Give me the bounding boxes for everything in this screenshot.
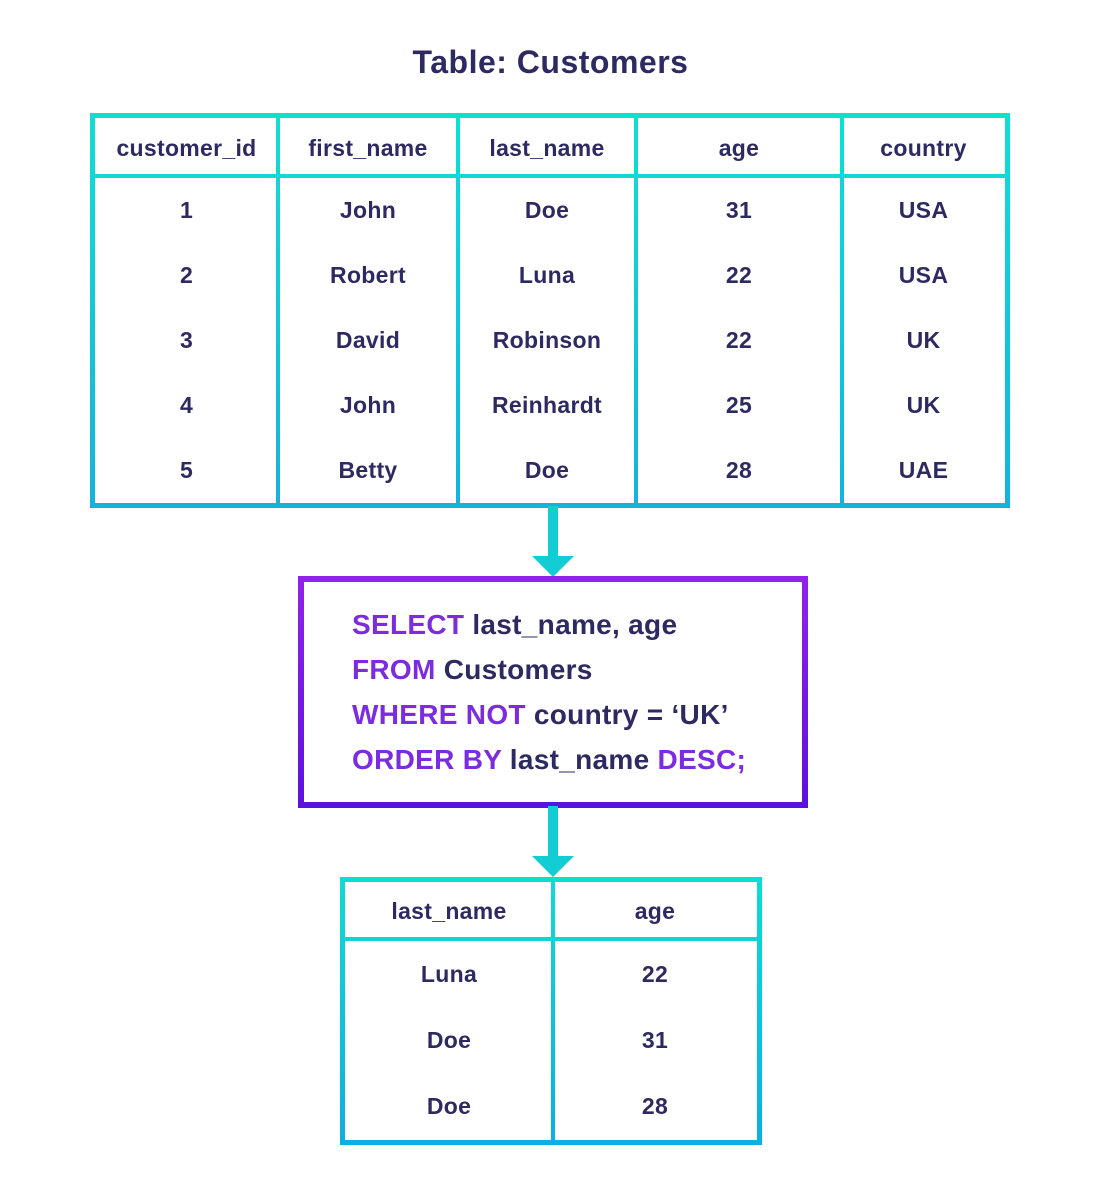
sql-keyword: WHERE NOT [352,699,534,730]
column-header-last_name: last_name [489,134,605,161]
column-header-age: age [718,134,760,161]
table-cell: 3 [179,327,194,353]
table-cell: 31 [725,197,753,223]
table-cell: 28 [725,457,753,483]
sql-keyword: ORDER BY [352,744,510,775]
table-cell: Robinson [492,327,602,353]
arrow-stem [548,506,558,558]
table-cell: Doe [426,1093,472,1120]
column-divider [634,118,638,503]
table-cell: 1 [179,197,194,223]
table-cell: Doe [524,457,570,483]
table-cell: UK [906,327,941,353]
table-cell: John [339,392,397,418]
table-cell: 31 [641,1026,669,1053]
table-cell: David [335,327,401,353]
sql-keyword: DESC; [657,744,747,775]
column-header-age: age [634,898,676,924]
table-cell: 2 [179,262,194,288]
table-cell: 22 [725,262,753,288]
column-header-last_name: last_name [391,898,507,924]
table-cell: UK [906,392,941,418]
column-divider [276,118,280,503]
customers-table-grid: customer_id first_name last_name age country… [95,118,1005,503]
table-cell: 28 [641,1093,669,1120]
sql-text: last_name, age [472,609,678,640]
table-cell: 22 [725,327,753,353]
column-header-customer_id: customer_id [116,134,257,161]
table-cell: USA [898,197,949,223]
table-cell: Luna [420,960,478,987]
table-cell: Doe [426,1026,472,1053]
sql-text: Customers [443,654,593,685]
customers-table: customer_id first_name last_name age country… [90,113,1010,508]
table-cell: John [339,197,397,223]
header-divider [345,937,757,941]
sql-keyword: FROM [352,654,444,685]
arrow-head [532,556,574,577]
table-cell: Reinhardt [491,392,603,418]
sql-line-3: WHERE NOT country = ‘UK’ [352,692,802,737]
table-cell: 5 [179,457,194,483]
diagram-title: Table: Customers [412,44,689,80]
table-cell: Doe [524,197,570,223]
sql-line-2: FROM Customers [352,647,802,692]
sql-text: country = ‘UK’ [533,699,729,730]
sql-text: last_name [509,744,658,775]
header-divider [95,174,1005,178]
sql-keyword: SELECT [352,609,473,640]
table-cell: 4 [179,392,194,418]
table-cell: Robert [330,262,406,288]
column-divider [456,118,460,503]
sql-line-1: SELECT last_name, age [352,602,802,647]
sql-line-4: ORDER BY last_name DESC; [352,737,802,782]
column-divider [840,118,844,503]
column-header-first_name: first_name [308,134,428,161]
column-divider [551,882,555,1140]
arrow-stem [548,806,558,860]
table-cell: Betty [338,457,398,483]
table-cell: UAE [898,457,949,483]
column-header-country: country [880,134,967,161]
table-cell: USA [898,262,949,288]
arrow-head [532,856,574,877]
table-cell: 25 [725,392,753,418]
table-cell: Luna [518,262,576,288]
table-cell: 22 [641,960,669,987]
